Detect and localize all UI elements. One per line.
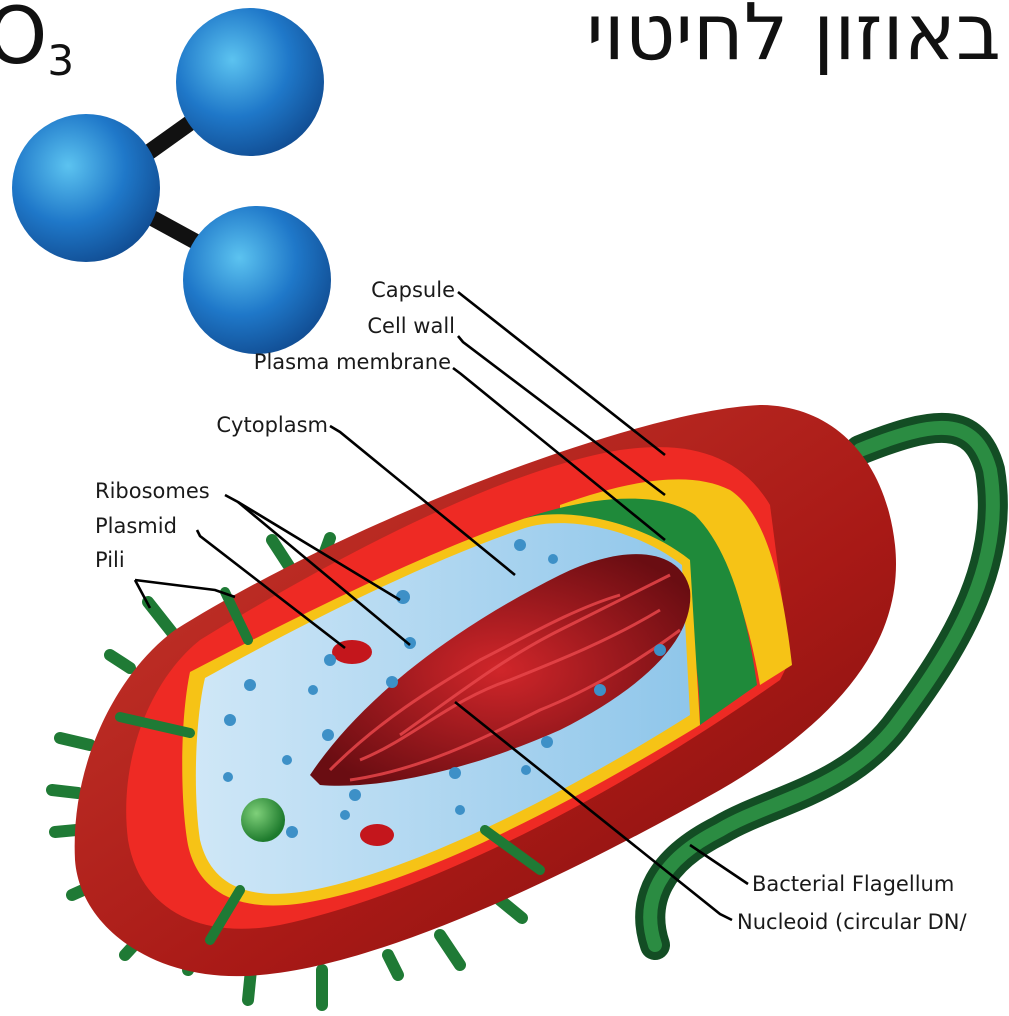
label-flagellum: Bacterial Flagellum [752, 872, 954, 896]
label-pili: Pili [95, 548, 125, 572]
label-ribosomes: Ribosomes [95, 479, 210, 503]
ozone-molecule [12, 8, 331, 354]
oxygen-atom-top [176, 8, 324, 156]
pilus [52, 790, 78, 793]
leader-capsule [458, 292, 665, 455]
leader-flagellum [690, 845, 748, 884]
oxygen-atom-left [12, 114, 160, 262]
storage-granule [241, 798, 285, 842]
pilus [110, 655, 130, 668]
plasmid [360, 824, 394, 846]
pilus [60, 738, 90, 745]
label-plasma-membrane: Plasma membrane [254, 350, 451, 374]
label-capsule: Capsule [371, 278, 455, 302]
leader-pili-1 [135, 580, 235, 597]
oxygen-atom-bottom [183, 206, 331, 354]
pilus [440, 935, 460, 965]
label-plasmid: Plasmid [95, 514, 177, 538]
label-cell-wall: Cell wall [367, 314, 455, 338]
pilus [500, 900, 522, 918]
pilus [388, 955, 398, 975]
label-cytoplasm: Cytoplasm [216, 413, 328, 437]
label-nucleoid: Nucleoid (circular DN/ [737, 910, 967, 934]
